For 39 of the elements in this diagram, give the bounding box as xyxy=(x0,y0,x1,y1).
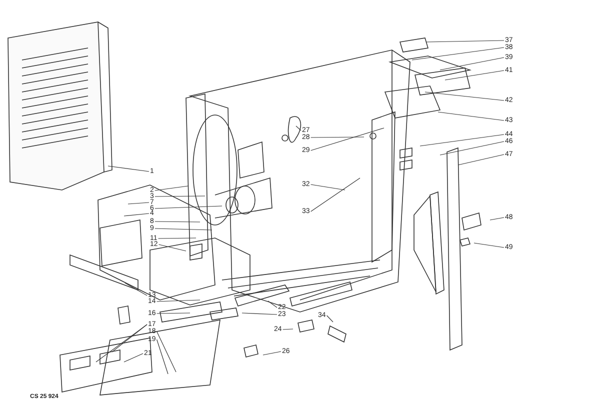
leader-line xyxy=(154,196,206,197)
leader-line xyxy=(156,312,190,314)
leader-line xyxy=(420,134,504,146)
leader-line xyxy=(310,178,360,212)
leader-line xyxy=(156,331,176,372)
leader-line xyxy=(112,324,148,352)
leader-line xyxy=(154,228,212,230)
leader-line xyxy=(438,112,504,121)
leader-line xyxy=(458,154,504,166)
leader-line xyxy=(262,351,282,356)
leader-line xyxy=(124,213,150,216)
leader-line xyxy=(310,128,384,151)
leader-line xyxy=(108,166,150,172)
leader-line xyxy=(156,300,200,302)
leader-line xyxy=(474,242,504,248)
leader-line xyxy=(268,300,278,308)
leader-line xyxy=(156,339,168,374)
leader-line xyxy=(326,315,334,322)
leader-line xyxy=(154,221,200,222)
leader-line xyxy=(412,47,504,60)
leader-line xyxy=(282,328,294,330)
leader-line xyxy=(424,92,504,101)
leader-line xyxy=(158,244,186,252)
leader-line xyxy=(124,353,144,362)
leader-line xyxy=(154,206,222,209)
leader-line xyxy=(440,141,504,156)
leader-line xyxy=(310,136,364,138)
leader-line xyxy=(440,57,504,70)
leader-line xyxy=(242,312,278,315)
leader-line xyxy=(154,186,188,191)
leader-line xyxy=(128,202,150,204)
leader-line xyxy=(158,238,196,239)
leader-line xyxy=(96,324,148,362)
leader-line xyxy=(426,40,504,42)
leader-line xyxy=(490,217,504,220)
leader-line xyxy=(444,70,504,80)
leader-line xyxy=(124,282,148,296)
leader-line xyxy=(310,184,346,190)
leader-line xyxy=(296,126,302,131)
